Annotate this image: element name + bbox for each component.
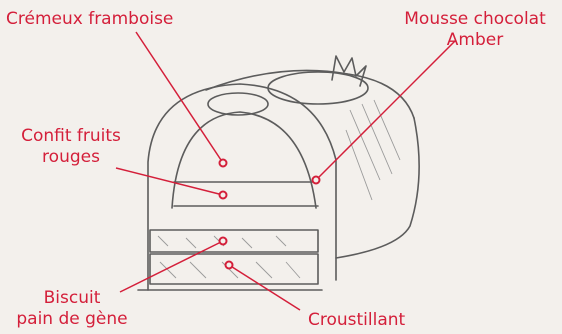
marker-confit [220, 192, 227, 199]
marker-cremeux [220, 160, 227, 167]
leaf-decoration [332, 56, 366, 86]
label-croustillant-text: Croustillant [308, 310, 405, 330]
label-mousse-line2: Amber [390, 30, 560, 51]
leader-croustillant [229, 265, 300, 310]
label-cremeux-text: Crémeux framboise [6, 9, 173, 29]
label-biscuit: Biscuit pain de gène [6, 288, 138, 330]
inner-dome-outline [172, 112, 316, 208]
marker-biscuit [220, 238, 227, 245]
label-confit-line2: rouges [6, 147, 136, 168]
label-cremeux: Crémeux framboise [6, 9, 173, 30]
label-confit: Confit fruits rouges [6, 126, 136, 168]
confit-band [174, 182, 318, 206]
label-biscuit-line2: pain de gène [6, 309, 138, 330]
label-confit-line1: Confit fruits [6, 126, 136, 147]
label-croustillant: Croustillant [308, 310, 405, 331]
marker-mousse [313, 177, 320, 184]
leader-cremeux [136, 32, 223, 163]
biscuit-layer [150, 230, 318, 252]
label-mousse-line1: Mousse chocolat [390, 9, 560, 30]
label-mousse: Mousse chocolat Amber [390, 9, 560, 51]
label-biscuit-line1: Biscuit [6, 288, 138, 309]
marker-croustillant [226, 262, 233, 269]
decor-ring-right [268, 72, 368, 104]
log-body-back [336, 118, 419, 258]
